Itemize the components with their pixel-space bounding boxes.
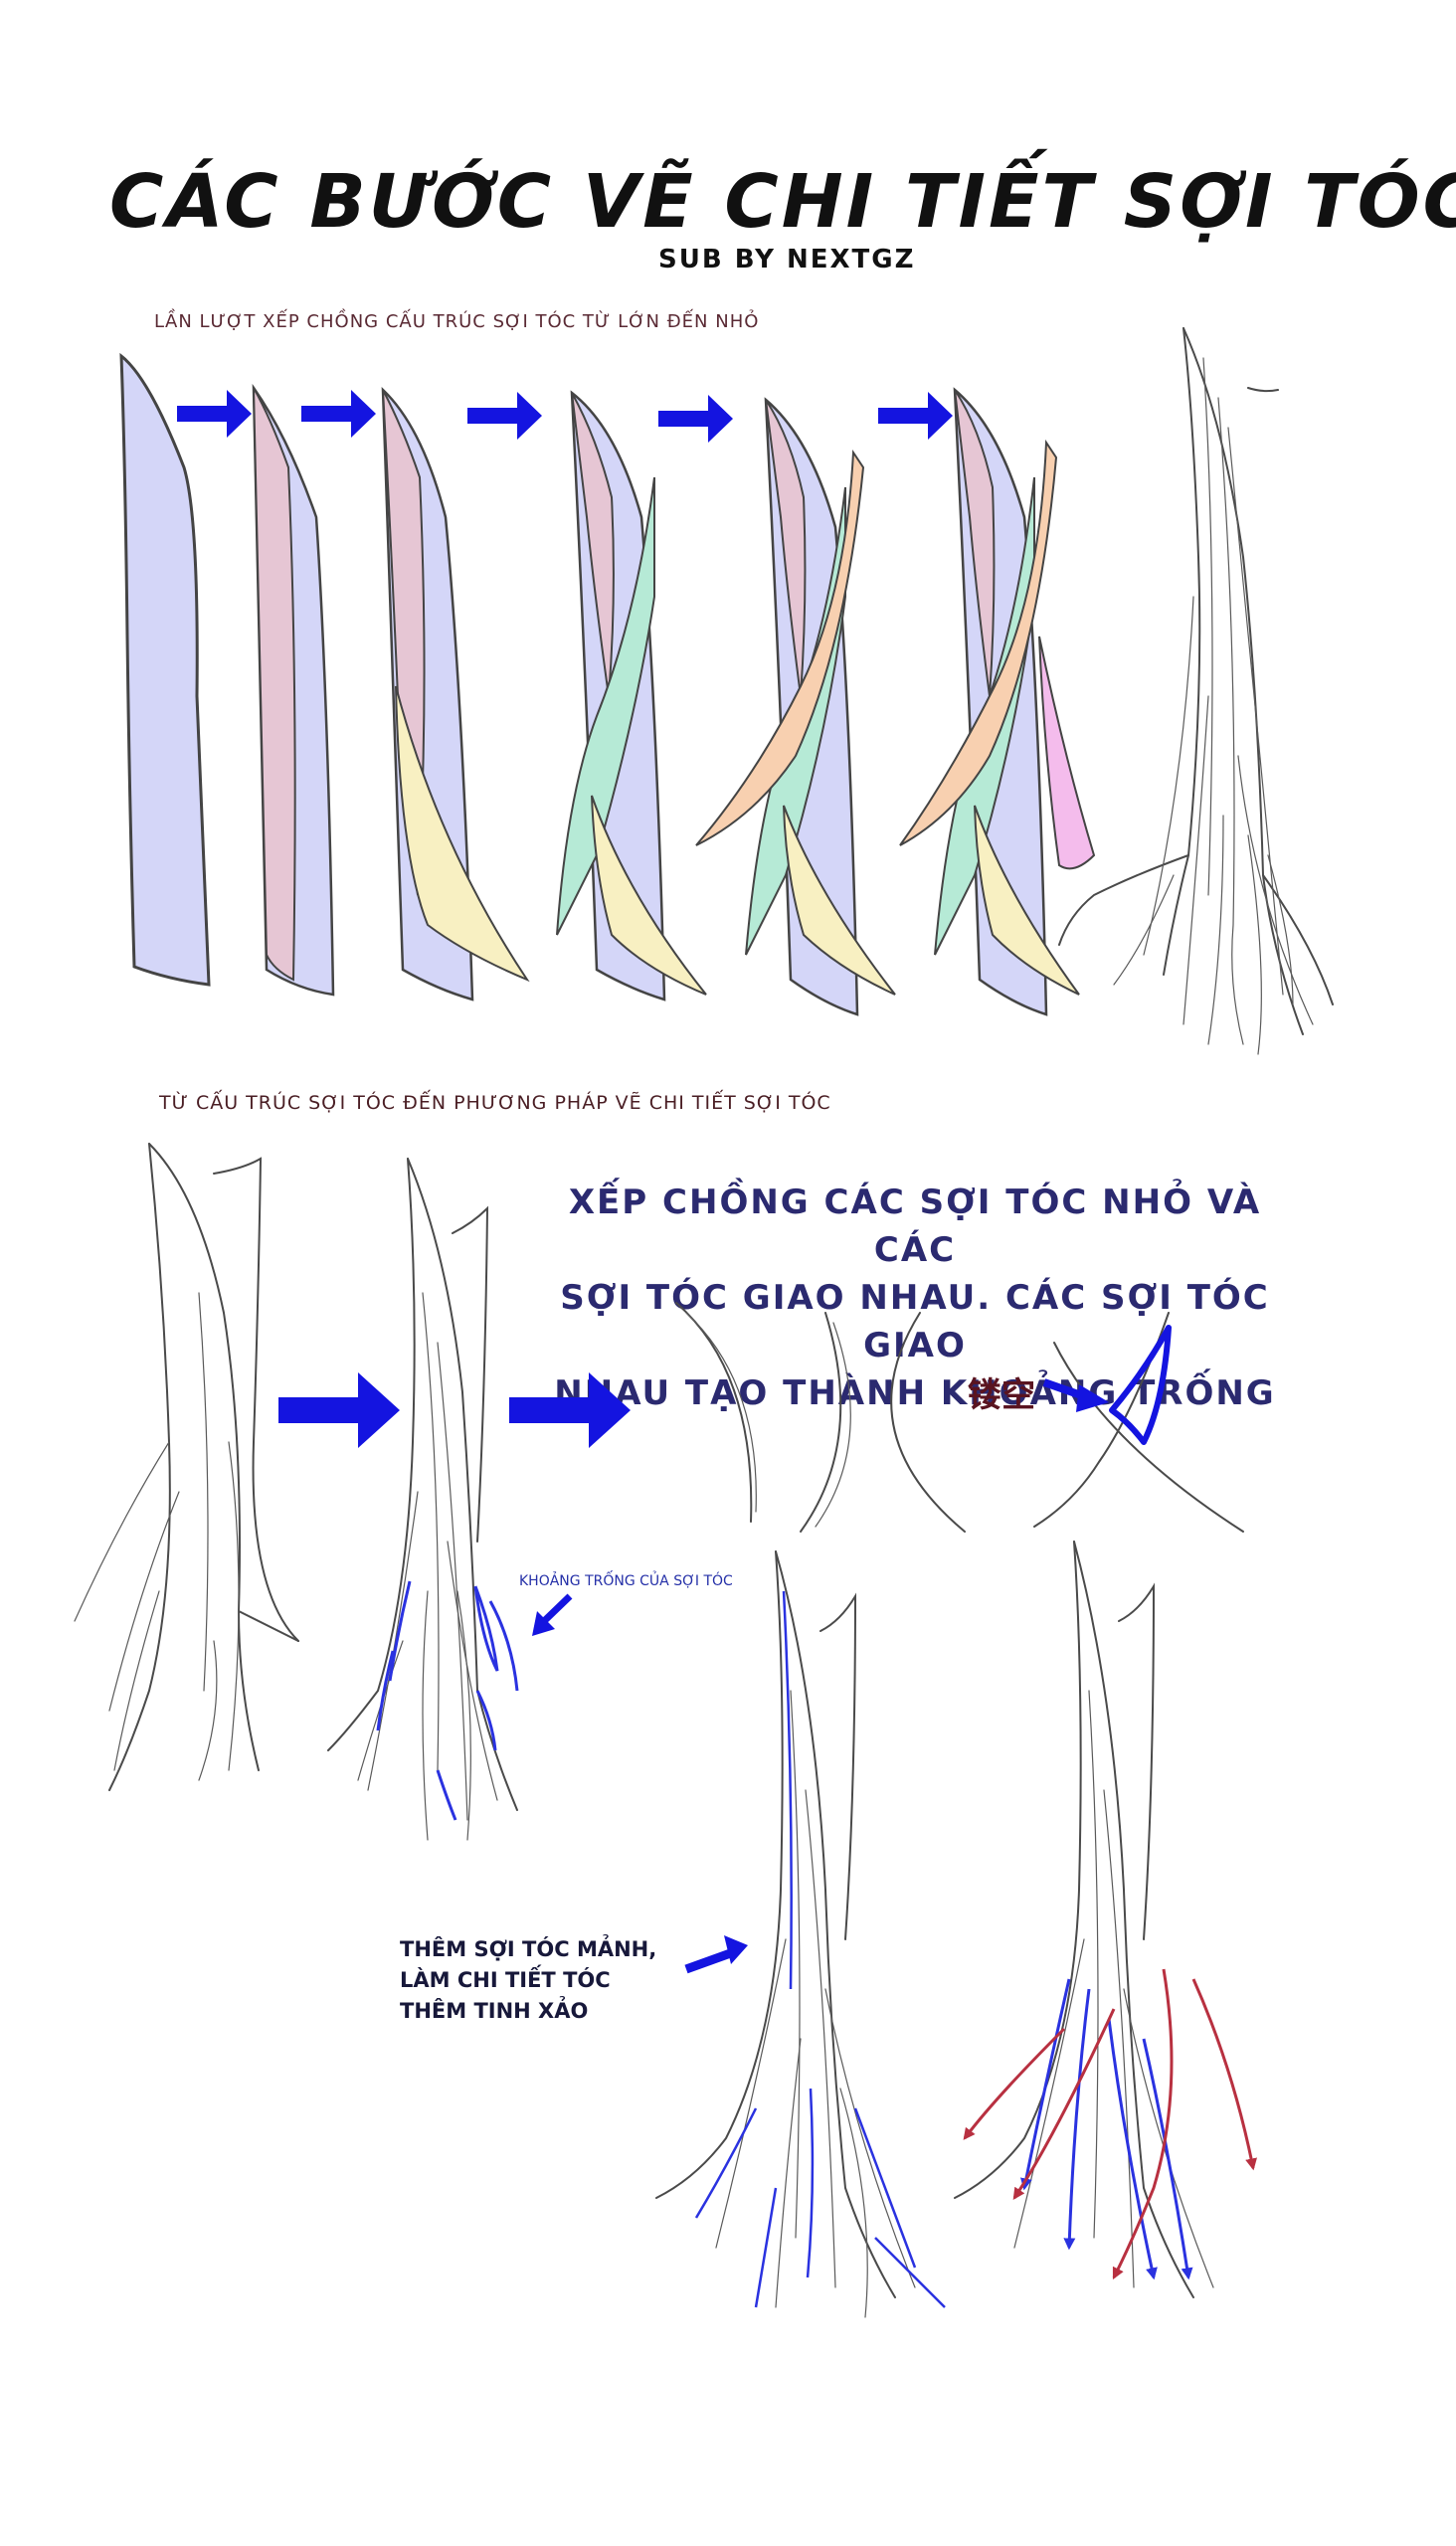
arrow-right-icon <box>467 392 542 440</box>
arrow-right-icon <box>509 1372 631 1448</box>
process-arrows <box>278 1372 631 1448</box>
arrow-right-icon <box>658 395 733 443</box>
arrow-right-icon <box>278 1372 400 1448</box>
arrow-right-icon <box>1042 1378 1086 1400</box>
section2-caption: TỪ CẤU TRÚC SỢI TÓC ĐẾN PHƯƠNG PHÁP VẼ C… <box>159 1092 831 1114</box>
arrow-right-icon <box>878 392 953 440</box>
explain-line: SỢI TÓC GIAO NHAU. CÁC SỢI TÓC GIAO <box>560 1278 1270 1365</box>
arrow-right-icon <box>177 390 252 438</box>
gap-pointer-icon <box>539 1593 573 1626</box>
credit-text: SUB BY NEXTGZ <box>658 245 916 274</box>
arrow-right-icon <box>301 390 376 438</box>
flow-arrow-red <box>1191 1978 1257 2171</box>
hair-step-7-lineart <box>1058 327 1334 1055</box>
finer-line: THÊM SỢI TÓC MẢNH, <box>400 1937 657 1961</box>
finer-pointer-head-icon <box>724 1935 748 1964</box>
flow-arrow-red <box>963 2027 1066 2140</box>
hair-flow-sketch <box>954 1541 1257 2298</box>
flow-arrow-blue <box>1063 1988 1091 2251</box>
explain-text: XẾP CHỒNG CÁC SỢI TÓC NHỎ VÀ CÁC SỢI TÓC… <box>537 1179 1293 1417</box>
gap-pointer-head-icon <box>532 1611 555 1636</box>
hair-step-6 <box>899 387 1096 1016</box>
flow-arrow-blue <box>1142 2038 1193 2280</box>
finer-pointer-icon <box>684 1946 738 1974</box>
flow-arrow-red <box>1112 1968 1174 2280</box>
hollow-label: 镂空 <box>968 1375 1035 1415</box>
hair-gap-sketch <box>327 1158 519 1841</box>
gap-label: KHOẢNG TRỐNG CỦA SỢI TÓC <box>519 1573 733 1589</box>
hair-step-1 <box>119 352 211 987</box>
crossing-diagrams <box>675 1302 1244 1533</box>
hair-step-5 <box>695 397 896 1016</box>
finer-strands-text: THÊM SỢI TÓC MẢNH, LÀM CHI TIẾT TÓC THÊM… <box>400 1934 728 2027</box>
finer-line: THÊM TINH XẢO <box>400 1999 589 2023</box>
explain-line: XẾP CHỒNG CÁC SỢI TÓC NHỎ VÀ CÁC <box>568 1182 1262 1270</box>
hair-step-2 <box>252 383 335 997</box>
step-arrows <box>177 390 953 443</box>
hair-fine-detail-sketch <box>655 1550 946 2318</box>
hair-step-4 <box>556 390 707 1001</box>
section1-caption: LẦN LƯỢT XẾP CHỒNG CẤU TRÚC SỢI TÓC TỪ L… <box>154 311 760 332</box>
hair-structure-sketch <box>74 1143 299 1791</box>
hair-step-3 <box>381 386 530 1001</box>
flow-arrow-blue <box>1019 1978 1071 2191</box>
flow-arrow-red <box>1012 2008 1116 2200</box>
flow-arrow-blue <box>1107 2018 1158 2280</box>
page-title: CÁC BƯỚC VẼ CHI TIẾT SỢI TÓC <box>109 159 1456 245</box>
finer-line: LÀM CHI TIẾT TÓC <box>400 1968 611 1992</box>
